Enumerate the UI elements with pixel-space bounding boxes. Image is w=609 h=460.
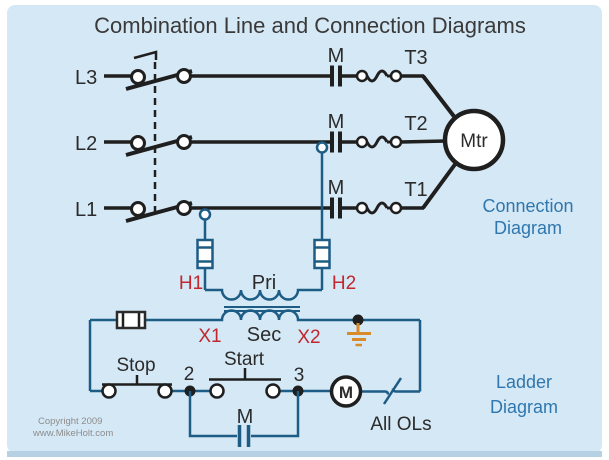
page-title: Combination Line and Connection Diagrams [94, 13, 526, 38]
connection-diagram-caption: Connection Diagram [482, 196, 573, 238]
control-power-taps [198, 141, 329, 240]
fuse-body-icon [313, 238, 331, 270]
ladder-diagram-caption: Ladder Diagram [490, 372, 558, 417]
caption-line2: Diagram [490, 397, 558, 417]
terminal-x1-label: X1 [198, 326, 221, 347]
seal-in-contact-branch: M [188, 391, 300, 447]
motor-label: Mtr [460, 131, 488, 152]
contact-terminal [157, 383, 173, 399]
terminal-label: T1 [404, 179, 427, 201]
caption-line2: Diagram [494, 218, 562, 238]
phase-label: L2 [75, 133, 97, 155]
overload-heater-icon [365, 135, 389, 149]
overload-terminal [389, 69, 403, 83]
start-pushbutton: Start [209, 349, 281, 399]
terminal-x2-label: X2 [297, 327, 320, 348]
overload-terminal [355, 135, 369, 149]
node-2-label: 2 [184, 364, 195, 385]
overload-heater-icon [365, 69, 389, 83]
motor-lead [421, 161, 458, 210]
switch-terminal [176, 134, 192, 150]
node-3-label: 3 [294, 365, 305, 386]
motor-lead [400, 139, 447, 144]
branch-wire [188, 391, 237, 438]
primary-fuse-right [313, 238, 331, 270]
switch-terminal [130, 135, 146, 151]
m-coil: M [329, 375, 363, 408]
fuse-body-icon [115, 310, 147, 330]
contact-terminal [265, 383, 281, 399]
control-fuse [115, 310, 147, 330]
contactor-contact-label: M [328, 111, 345, 133]
copyright-line2: www.MikeHolt.com [32, 428, 113, 439]
terminal-h1-label: H1 [179, 273, 203, 294]
coil-circle-icon [329, 375, 363, 408]
fuse-body-icon [196, 238, 214, 270]
ground-symbol [347, 314, 371, 347]
stop-label: Stop [116, 355, 155, 376]
overload-terminal [389, 135, 403, 149]
ol-slash-icon [382, 377, 403, 405]
terminal-h2-label: H2 [332, 273, 356, 294]
ol-hook [384, 390, 390, 395]
tap-terminal [198, 208, 212, 221]
phase-line-l3: L3 M T3 [75, 45, 458, 121]
copyright-notice: Copyright 2009 www.MikeHolt.com [32, 416, 113, 439]
tap-terminal [315, 141, 329, 154]
switch-terminal [130, 201, 146, 217]
primary-winding-icon [205, 288, 322, 301]
overload-heater-icon [365, 201, 389, 215]
secondary-rail-with-winding [90, 309, 420, 322]
copyright-line1: Copyright 2009 [38, 416, 102, 427]
bottom-edge-strip [7, 451, 602, 457]
phase-line-l2: L2 M T2 [75, 111, 447, 157]
contact-terminal [101, 383, 117, 399]
ladder-rails [88, 309, 422, 392]
motor-lead [421, 74, 458, 121]
switch-terminal [130, 69, 146, 85]
motor-symbol: Mtr [442, 108, 506, 172]
control-transformer: H1 Pri H2 X1 Sec X2 [179, 268, 356, 348]
secondary-label: Sec [247, 324, 281, 346]
contactor-contact-label: M [328, 177, 345, 199]
stop-pushbutton: Stop [101, 355, 173, 399]
contact-terminal [209, 383, 225, 399]
overload-terminal [355, 201, 369, 215]
junction-dot [352, 314, 364, 326]
contactor-contact-label: M [328, 45, 345, 67]
terminal-label: T2 [404, 113, 427, 135]
motor-circle-icon [442, 108, 506, 172]
linkage-handle [133, 50, 158, 60]
ladder-rung [90, 389, 420, 393]
branch-wire [251, 391, 300, 438]
overload-contact: All OLs [370, 377, 432, 435]
switch-terminal [176, 68, 192, 84]
phase-label: L3 [75, 67, 97, 89]
phase-label: L1 [75, 199, 97, 221]
start-label: Start [224, 349, 265, 370]
terminal-label: T3 [404, 47, 427, 69]
coil-label: M [339, 383, 353, 402]
overload-terminal [389, 201, 403, 215]
phase-line-l1: L1 M T1 [75, 161, 458, 223]
primary-label: Pri [252, 272, 276, 294]
disconnect-linkage [133, 50, 158, 218]
overload-label: All OLs [370, 414, 431, 435]
caption-line1: Ladder [496, 372, 552, 392]
seal-in-contact-label: M [237, 406, 254, 428]
switch-terminal [176, 200, 192, 216]
overload-terminal [355, 69, 369, 83]
caption-line1: Connection [482, 196, 573, 216]
primary-fuse-left [196, 238, 214, 270]
